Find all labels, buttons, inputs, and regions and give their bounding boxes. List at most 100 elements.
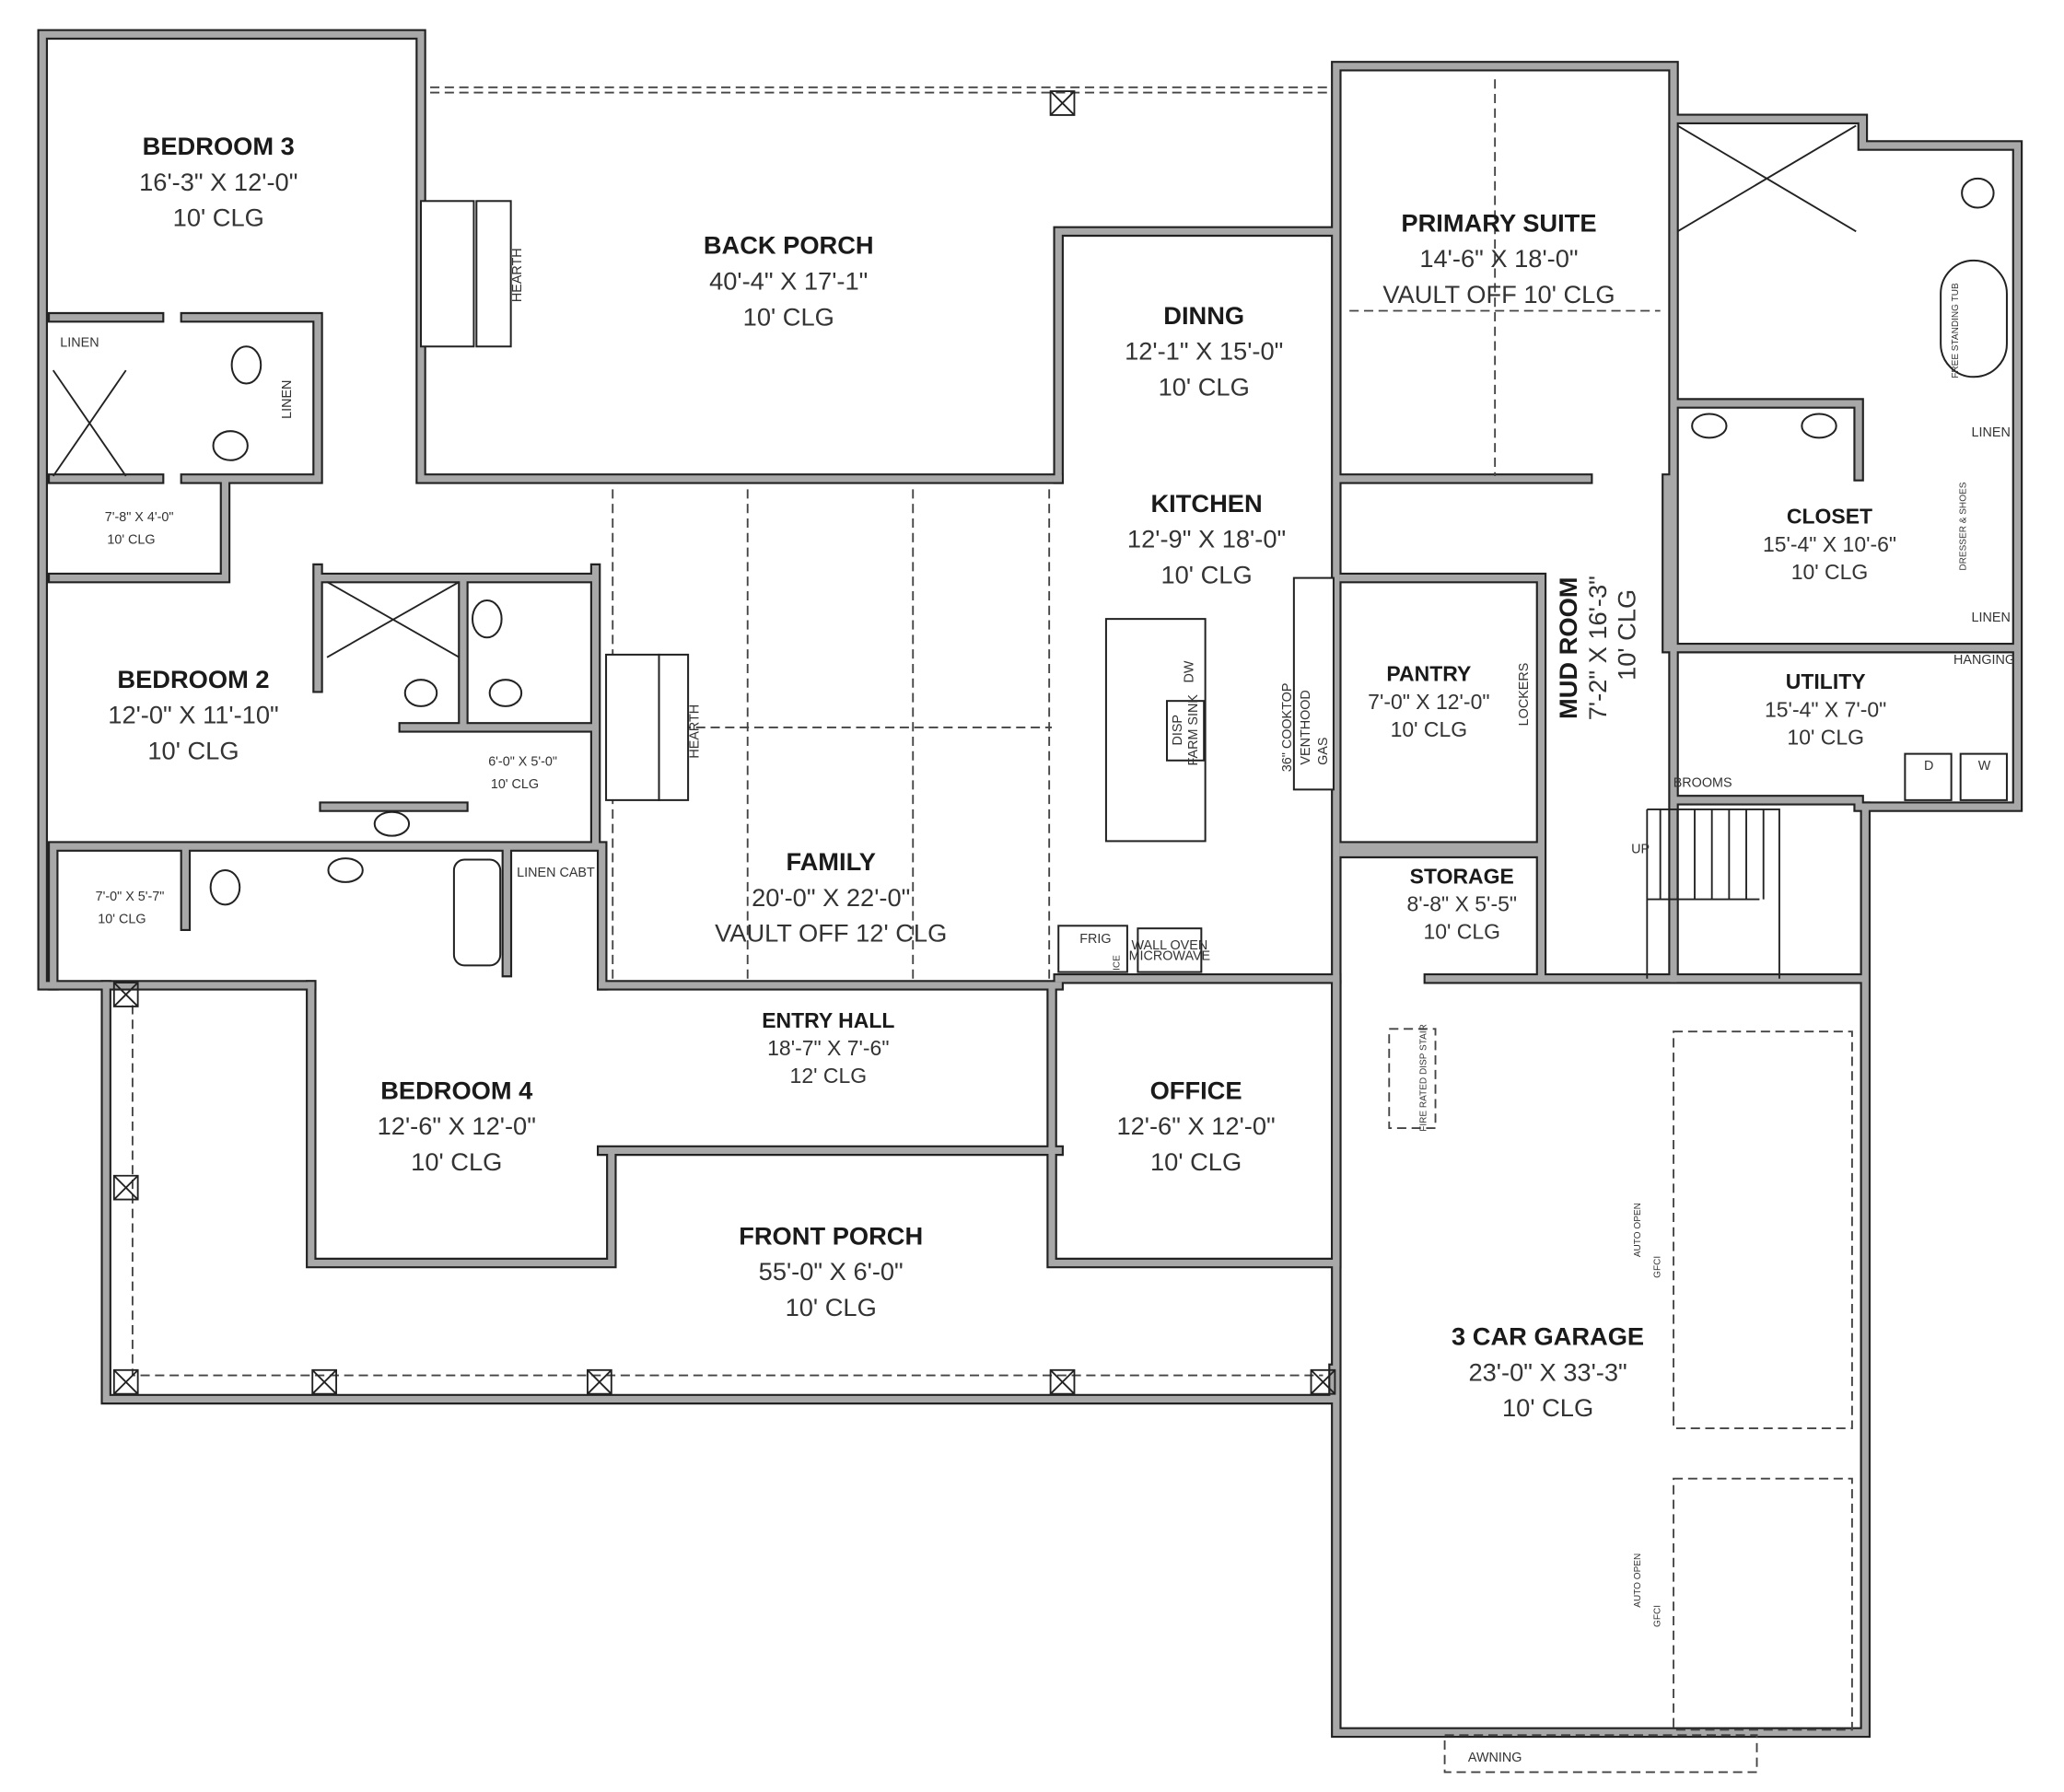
bath-fixtures xyxy=(52,124,2008,967)
room-name-utility: UTILITY xyxy=(1786,669,1866,693)
room-ceiling-entry-hall: 12' CLG xyxy=(790,1064,868,1088)
room-ceiling-back-porch: 10' CLG xyxy=(743,302,834,331)
room-name-pantry: PANTRY xyxy=(1386,662,1471,686)
annotation-d: D xyxy=(1924,759,1933,774)
room-size-bedroom-4: 12'-6" X 12'-0" xyxy=(378,1111,536,1140)
room-name-front-porch: FRONT PORCH xyxy=(739,1221,923,1250)
bath-size: 7'-0" X 5'-7" xyxy=(96,890,165,904)
room-size-mud-room: 7'-2" X 16'-3" xyxy=(1583,576,1612,720)
post-icon xyxy=(587,1368,612,1395)
annotation-gfci: GFCI xyxy=(1653,1605,1663,1627)
post-icon xyxy=(112,1174,139,1201)
fireplaces xyxy=(419,200,690,801)
annotation-linen: LINEN xyxy=(280,380,295,419)
annotation-venthood: VENTHOOD xyxy=(1299,690,1313,764)
annotation-gfci: GFCI xyxy=(1653,1256,1663,1278)
annotation-auto-open: AUTO OPEN xyxy=(1633,1203,1643,1257)
room-ceiling-bedroom-2: 10' CLG xyxy=(147,736,239,764)
room-name-primary-suite: PRIMARY SUITE xyxy=(1401,208,1596,237)
annotation-awning: AWNING xyxy=(1468,1751,1522,1765)
room-name-closet: CLOSET xyxy=(1787,505,1872,529)
room-ceiling-closet: 10' CLG xyxy=(1791,560,1869,584)
room-labels: BEDROOM 3 16'-3" X 12'-0" 10' CLG BACK PORC… xyxy=(60,132,2015,1765)
room-ceiling-kitchen: 10' CLG xyxy=(1160,560,1252,588)
room-size-pantry: 7'-0" X 12'-0" xyxy=(1368,690,1489,714)
annotation-linen: LINEN xyxy=(1972,425,2011,440)
bath-ceiling: 10' CLG xyxy=(107,532,155,547)
annotation-linen: LINEN xyxy=(1972,611,2011,625)
annotation-ice: ICE xyxy=(1112,955,1122,971)
annotation-farm-sink: FARM SINK xyxy=(1186,694,1201,766)
annotation-auto-open: AUTO OPEN xyxy=(1633,1553,1643,1608)
annotation-wall-oven: WALL OVEN xyxy=(1131,938,1207,953)
room-ceiling-bedroom-3: 10' CLG xyxy=(173,204,264,232)
room-ceiling-pantry: 10' CLG xyxy=(1391,717,1468,741)
annotation-fire-rated-disp-stair: FIRE RATED DISP STAIR xyxy=(1418,1024,1428,1132)
annotation-36-cooktop: 36" COOKTOP xyxy=(1280,683,1295,773)
bath-size: 7'-8" X 4'-0" xyxy=(105,510,174,525)
room-size-front-porch: 55'-0" X 6'-0" xyxy=(759,1257,904,1286)
annotation-lockers: LOCKERS xyxy=(1517,663,1532,727)
annotation-disp: DISP xyxy=(1171,715,1185,746)
annotation-up: UP xyxy=(1631,842,1650,856)
garage-doors xyxy=(1388,1028,1853,1774)
room-name-dinng: DINNG xyxy=(1163,301,1244,330)
room-ceiling-3-car-garage: 10' CLG xyxy=(1502,1393,1593,1422)
room-name-storage: STORAGE xyxy=(1410,864,1514,888)
room-ceiling-dinng: 10' CLG xyxy=(1159,372,1250,401)
room-name-entry-hall: ENTRY HALL xyxy=(762,1008,894,1032)
room-name-bedroom-3: BEDROOM 3 xyxy=(143,132,295,160)
room-size-dinng: 12'-1" X 15'-0" xyxy=(1125,337,1283,366)
room-size-3-car-garage: 23'-0" X 33'-3" xyxy=(1468,1357,1627,1386)
post-icon xyxy=(311,1368,338,1395)
annotation-hearth: HEARTH xyxy=(510,248,525,302)
bath-size: 6'-0" X 5'-0" xyxy=(488,755,557,770)
room-ceiling-family: VAULT OFF 12' CLG xyxy=(715,919,947,948)
annotation-dresser-shoes: DRESSER & SHOES xyxy=(1958,482,1968,570)
post-icon xyxy=(1049,90,1076,116)
room-size-bedroom-3: 16'-3" X 12'-0" xyxy=(139,168,297,196)
room-ceiling-bedroom-4: 10' CLG xyxy=(411,1147,502,1176)
annotation-hanging: HANGING xyxy=(1953,653,2015,668)
room-name-office: OFFICE xyxy=(1150,1076,1242,1104)
annotation-linen-cabt: LINEN CABT xyxy=(517,866,595,880)
room-name-bedroom-4: BEDROOM 4 xyxy=(380,1076,533,1104)
annotation-hearth: HEARTH xyxy=(688,704,703,759)
room-size-utility: 15'-4" X 7'-0" xyxy=(1765,697,1886,721)
room-name-mud-room: MUD ROOM xyxy=(1554,576,1582,719)
room-size-closet: 15'-4" X 10'-6" xyxy=(1763,532,1896,556)
post-icon xyxy=(1049,1368,1076,1395)
room-ceiling-front-porch: 10' CLG xyxy=(786,1293,877,1321)
room-size-family: 20'-0" X 22'-0" xyxy=(752,883,910,912)
annotation-dw: DW xyxy=(1183,660,1197,682)
room-size-bedroom-2: 12'-0" X 11'-10" xyxy=(108,701,278,729)
room-ceiling-utility: 10' CLG xyxy=(1787,726,1864,750)
bath-ceiling: 10' CLG xyxy=(491,777,539,792)
room-name-back-porch: BACK PORCH xyxy=(704,231,874,260)
post-icon xyxy=(112,1368,139,1395)
room-size-storage: 8'-8" X 5'-5" xyxy=(1406,892,1517,916)
post-icon xyxy=(1310,1368,1336,1395)
room-name-3-car-garage: 3 CAR GARAGE xyxy=(1452,1322,1644,1351)
room-ceiling-primary-suite: VAULT OFF 10' CLG xyxy=(1382,280,1615,308)
kitchen-fixtures xyxy=(1057,576,1335,973)
annotation-gas: GAS xyxy=(1316,738,1331,765)
post-icon xyxy=(112,982,139,1007)
room-size-entry-hall: 18'-7" X 7'-6" xyxy=(767,1036,889,1060)
stairs xyxy=(1646,808,1780,979)
annotation-linen: LINEN xyxy=(60,335,99,350)
annotation-frig: FRIG xyxy=(1079,932,1111,947)
room-size-office: 12'-6" X 12'-0" xyxy=(1116,1111,1275,1140)
room-ceiling-storage: 10' CLG xyxy=(1423,920,1500,944)
room-name-family: FAMILY xyxy=(786,847,875,876)
room-name-kitchen: KITCHEN xyxy=(1150,489,1262,518)
annotation-brooms: BROOMS xyxy=(1673,776,1732,791)
bath-ceiling: 10' CLG xyxy=(98,912,146,926)
annotation-w: W xyxy=(1978,759,1991,774)
room-name-bedroom-2: BEDROOM 2 xyxy=(117,665,269,693)
annotation-microwave: MICROWAVE xyxy=(1129,949,1211,964)
room-size-primary-suite: 14'-6" X 18'-0" xyxy=(1419,244,1578,273)
annotation-free-standing-tub: FREE STANDING TUB xyxy=(1951,283,1961,378)
room-size-back-porch: 40'-4" X 17'-1" xyxy=(709,267,868,296)
